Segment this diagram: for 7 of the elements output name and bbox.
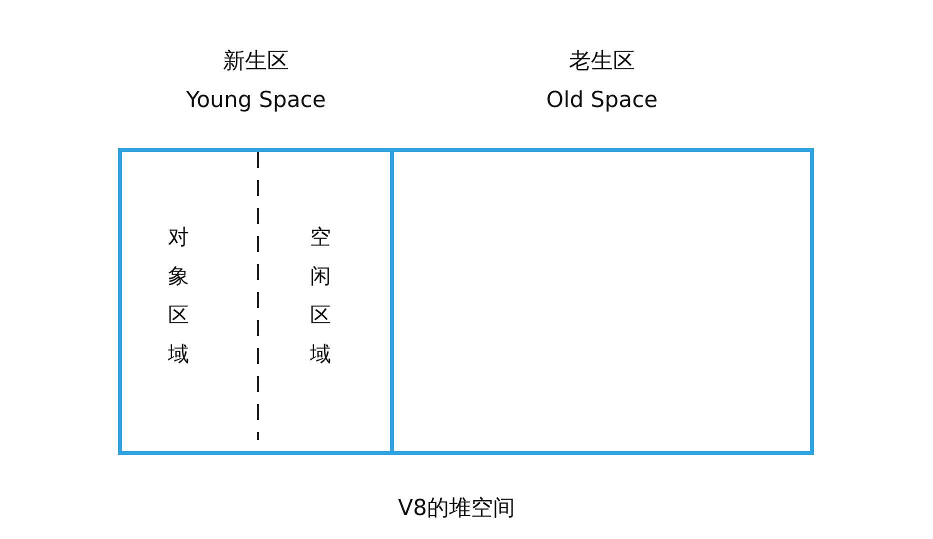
- region-title: Young Space: [185, 88, 327, 114]
- area-label: 空闲区域: [310, 224, 332, 368]
- region-title: 老生区: [568, 49, 636, 75]
- region-title: Old Space: [545, 88, 659, 114]
- region-title: 新生区: [222, 49, 290, 75]
- caption: V8的堆空间: [398, 495, 516, 523]
- area-label: 对象区域: [168, 224, 190, 368]
